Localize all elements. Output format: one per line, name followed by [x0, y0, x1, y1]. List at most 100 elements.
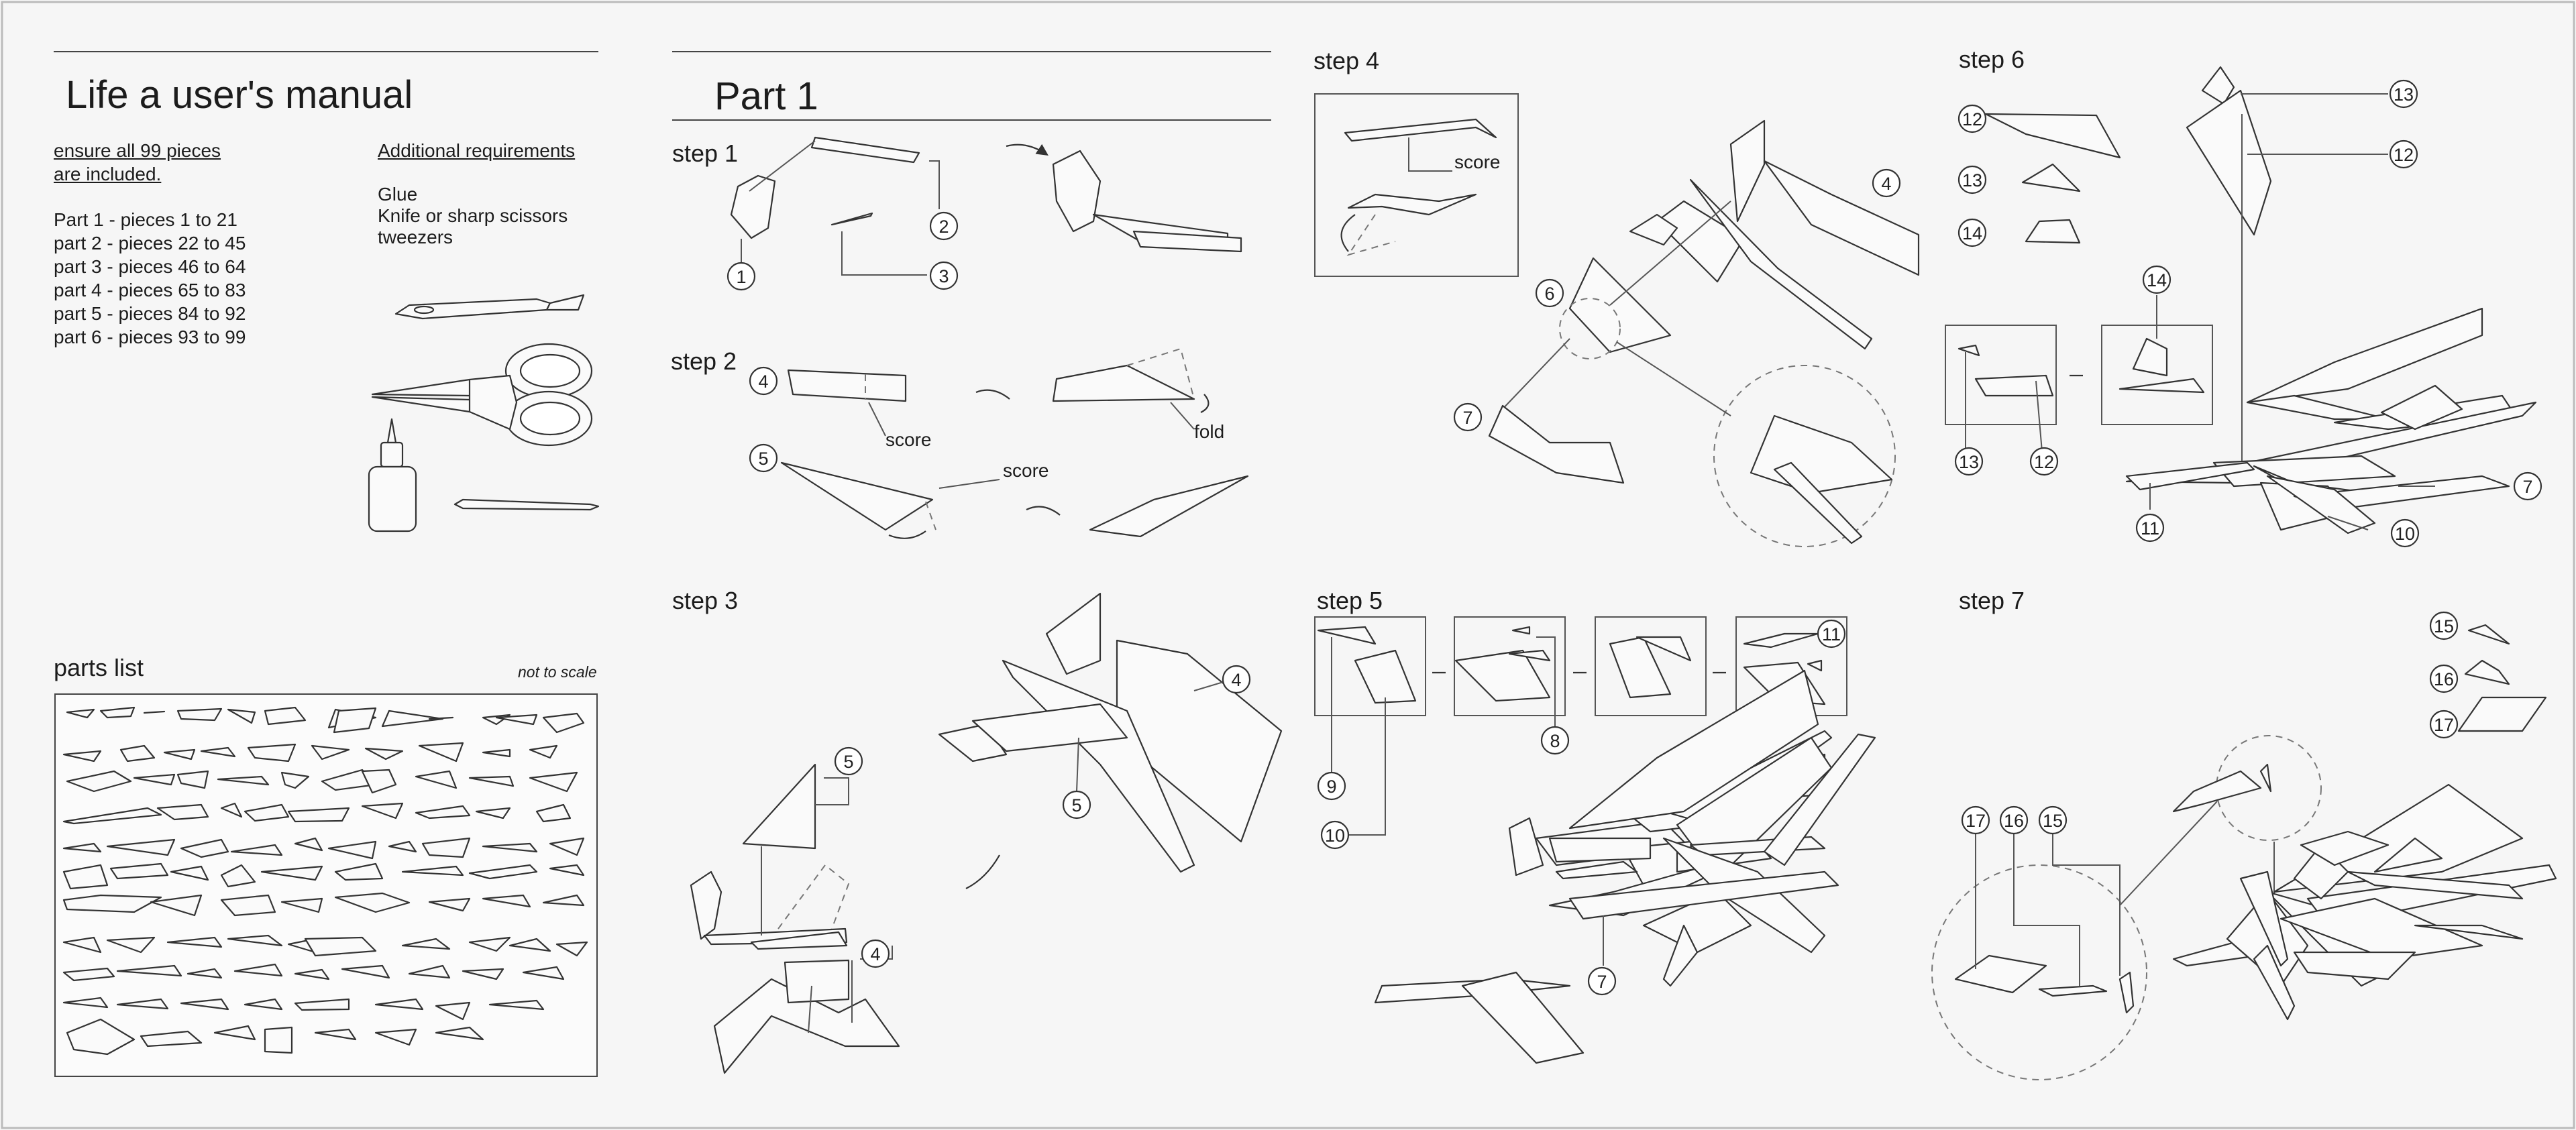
svg-text:17: 17 [2434, 715, 2454, 735]
step-6-drawing [1945, 66, 2537, 534]
svg-text:12: 12 [1962, 109, 1982, 129]
parts-list-title: parts list [54, 654, 144, 681]
callout-step7-16a: 16 [2429, 664, 2459, 693]
knife-icon [394, 294, 585, 320]
callout-step7-15a: 15 [2429, 611, 2459, 640]
svg-text:10: 10 [2395, 524, 2415, 544]
svg-text:14: 14 [2147, 270, 2167, 290]
callout-step1-2: 2 [929, 211, 959, 241]
callout-step6-14a: 14 [1957, 218, 1987, 247]
svg-text:12: 12 [2034, 452, 2054, 472]
requirement-tweezers: tweezers [378, 227, 453, 247]
requirement-glue: Glue [378, 184, 418, 205]
callout-step5-8: 8 [1540, 726, 1570, 755]
manual-title: Life a user's manual [66, 73, 413, 117]
checklist-part-1: Part 1 - pieces 1 to 21 [54, 209, 237, 230]
step-3-drawing [690, 592, 1283, 1074]
callout-step4-6: 6 [1535, 278, 1564, 308]
callout-step5-10: 10 [1320, 820, 1350, 850]
svg-text:4: 4 [1231, 670, 1241, 690]
not-to-scale-note: not to scale [518, 663, 597, 681]
glue-bottle-icon [368, 418, 417, 532]
score-label-3: score [1454, 152, 1501, 172]
svg-text:7: 7 [1597, 972, 1607, 992]
callout-step6-10: 10 [2390, 518, 2420, 548]
svg-text:17: 17 [1966, 811, 1986, 831]
callout-step5-11: 11 [1817, 619, 1846, 648]
svg-text:12: 12 [2394, 145, 2414, 165]
callout-step3-5b: 5 [1062, 790, 1091, 820]
svg-text:10: 10 [1325, 826, 1345, 846]
svg-text:16: 16 [2004, 811, 2024, 831]
score-label-1: score [885, 429, 932, 450]
callout-step1-1: 1 [727, 262, 756, 291]
step-3-label: step 3 [672, 587, 739, 614]
svg-text:4: 4 [870, 944, 880, 964]
svg-text:4: 4 [1881, 174, 1891, 194]
svg-text:5: 5 [758, 449, 768, 469]
svg-text:7: 7 [2522, 477, 2532, 497]
step-4-drawing [1314, 93, 1920, 547]
part-title: Part 1 [714, 74, 818, 118]
requirements-heading: Additional requirements [378, 140, 576, 161]
callout-step3-4b: 4 [861, 939, 890, 968]
step-6-label: step 6 [1959, 46, 2025, 73]
checklist-part-4: part 4 - pieces 65 to 83 [54, 280, 246, 300]
callout-step6-11: 11 [2135, 513, 2165, 543]
fold-label: fold [1194, 421, 1225, 442]
svg-text:15: 15 [2043, 811, 2063, 831]
checklist-part-2: part 2 - pieces 22 to 45 [54, 233, 246, 253]
svg-text:4: 4 [758, 372, 768, 392]
callout-step6-12b: 12 [2029, 447, 2059, 476]
callout-step6-13b: 13 [1954, 447, 1984, 476]
callout-step6-13a: 13 [1957, 165, 1987, 194]
checklist-part-6: part 6 - pieces 93 to 99 [54, 327, 246, 347]
score-label-2: score [1003, 460, 1049, 481]
scissors-icon [371, 343, 593, 447]
callout-step3-4a: 4 [1222, 665, 1251, 694]
svg-text:7: 7 [1462, 408, 1472, 428]
callout-step6-14b: 14 [2142, 265, 2171, 294]
parts-list-pieces [62, 706, 588, 1056]
svg-text:16: 16 [2434, 669, 2454, 689]
svg-text:13: 13 [1959, 452, 1979, 472]
checklist-part-5: part 5 - pieces 84 to 92 [54, 303, 246, 324]
checklist-heading-2: are included. [54, 164, 162, 184]
checklist-part-3: part 3 - pieces 46 to 64 [54, 256, 246, 277]
svg-text:8: 8 [1550, 731, 1560, 751]
svg-text:3: 3 [938, 266, 949, 286]
svg-text:2: 2 [938, 217, 949, 237]
checklist-heading-1: ensure all 99 pieces [54, 140, 221, 161]
step-4-label: step 4 [1313, 47, 1380, 74]
step-5-drawing [1314, 616, 1876, 1064]
svg-text:5: 5 [1071, 795, 1081, 815]
step-5-label: step 5 [1317, 587, 1383, 614]
callout-step3-5a: 5 [834, 746, 863, 776]
svg-text:14: 14 [1962, 223, 1982, 243]
step-1-label: step 1 [672, 139, 739, 167]
svg-text:5: 5 [843, 752, 853, 772]
callout-step4-4: 4 [1872, 168, 1901, 198]
svg-text:15: 15 [2434, 616, 2454, 636]
svg-text:9: 9 [1326, 777, 1336, 797]
callout-step1-3: 3 [929, 261, 959, 290]
svg-text:13: 13 [2394, 84, 2414, 105]
callout-step2-4: 4 [749, 366, 778, 396]
svg-text:11: 11 [2141, 518, 2159, 539]
callout-step7-17a: 17 [2429, 710, 2459, 739]
tweezers-icon [453, 498, 600, 511]
callout-step5-7: 7 [1587, 966, 1617, 996]
step-2-label: step 2 [671, 347, 737, 375]
callout-step4-7: 7 [1453, 402, 1483, 432]
svg-text:6: 6 [1544, 284, 1554, 304]
callout-step5-9: 9 [1317, 771, 1346, 801]
callout-step6-12c: 12 [2389, 139, 2418, 169]
callout-step6-13c: 13 [2389, 79, 2418, 109]
step-2-drawing [780, 347, 1249, 539]
step-7-drawing [1931, 624, 2557, 1080]
callout-step2-5: 5 [749, 443, 778, 473]
svg-text:11: 11 [1822, 624, 1841, 644]
step-1-drawing [730, 136, 1242, 276]
